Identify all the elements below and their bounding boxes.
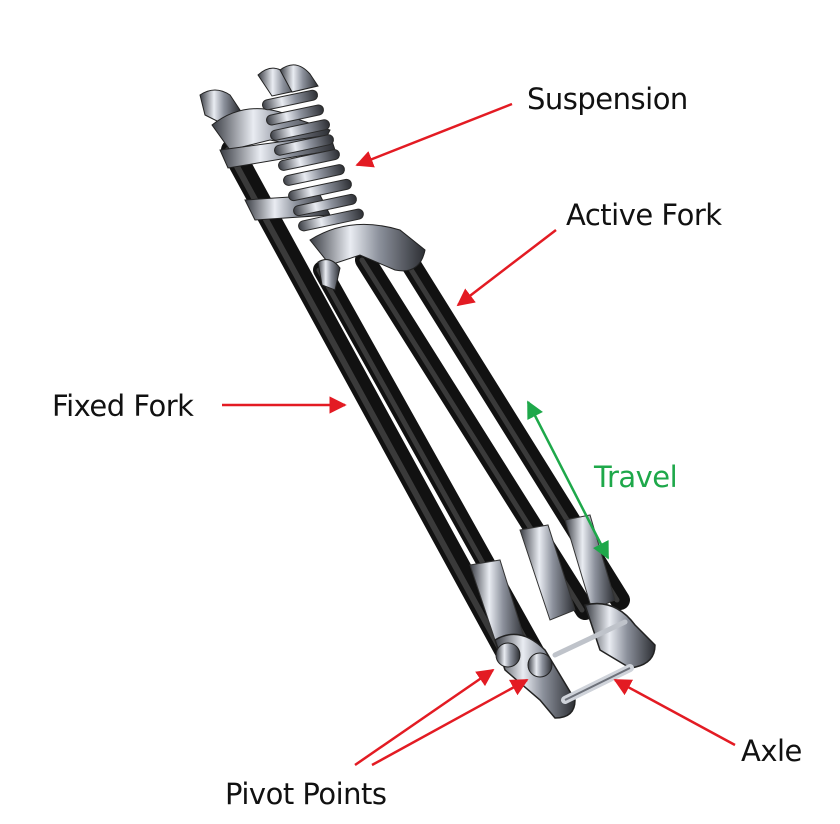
travel-label: Travel — [594, 460, 678, 494]
axle — [552, 619, 634, 704]
suspension-spring — [257, 64, 364, 232]
active-fork-arrow — [456, 229, 557, 307]
suspension-label: Suspension — [527, 82, 688, 116]
pivot-point-right — [527, 652, 553, 678]
fixed-fork-label: Fixed Fork — [52, 389, 194, 423]
pivot-arrow-right — [371, 678, 529, 767]
dropout-assembly — [494, 602, 656, 719]
axle-arrow — [613, 678, 736, 747]
active-fork-label: Active Fork — [566, 198, 722, 232]
callout-arrows — [222, 102, 736, 767]
travel-arrow — [526, 400, 610, 560]
axle-label: Axle — [741, 734, 802, 768]
suspension-arrow — [355, 102, 513, 168]
pivot-point-left — [495, 642, 521, 668]
pivot-points-label: Pivot Points — [225, 777, 387, 811]
pivot-arrow-left — [354, 668, 495, 767]
